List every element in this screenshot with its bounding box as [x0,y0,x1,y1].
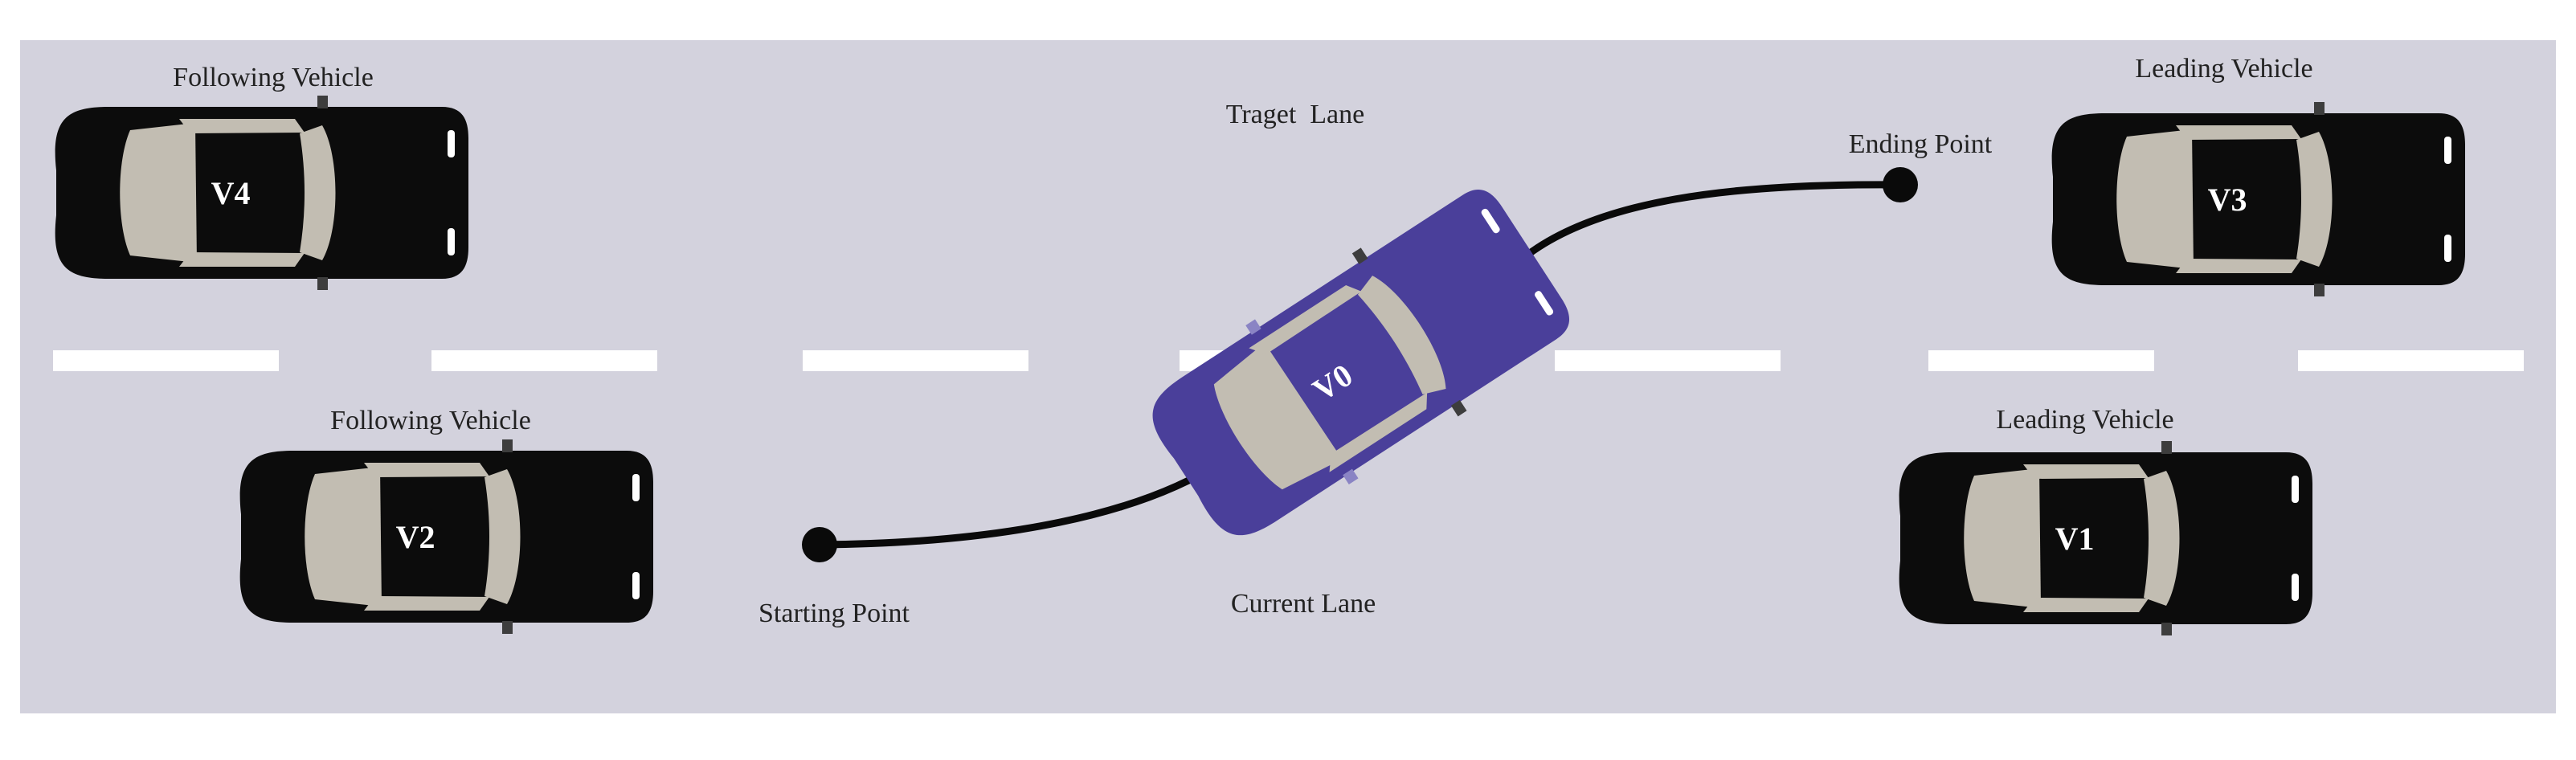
vehicle-v4-label: V4 [211,175,251,211]
v0-sensor [1343,468,1359,484]
vehicle-v0: V0 [1132,171,1585,560]
lane-dash [431,350,657,371]
v0-sensor [1245,319,1261,335]
lane-dash [53,350,279,371]
vehicle-v1-label: V1 [2055,521,2095,557]
vehicle-v3-label: V3 [2208,182,2247,218]
road-edge-bottom [20,713,2556,731]
v2-role-label: Following Vehicle [330,406,531,435]
current-lane-label: Current Lane [1231,589,1376,619]
lane-dash [1555,350,1781,371]
starting-point-label: Starting Point [758,599,910,628]
lane-dash [803,350,1028,371]
ending-point-label: Ending Point [1849,129,1993,159]
road-edge-top [20,18,2556,40]
vehicle-v4: V4 [55,96,468,290]
vehicle-v1: V1 [1899,441,2312,635]
vehicle-v2: V2 [239,439,653,634]
lane-dash [2298,350,2524,371]
v1-role-label: Leading Vehicle [1996,405,2173,435]
ending-point-marker [1883,167,1918,202]
starting-point-marker [802,527,837,562]
target-lane-label: Traget Lane [1226,100,1364,129]
lane-dash [1928,350,2154,371]
v4-role-label: Following Vehicle [173,63,374,92]
vehicle-v2-label: V2 [396,519,435,555]
vehicle-v3: V3 [2051,102,2465,296]
v3-role-label: Leading Vehicle [2135,54,2312,84]
